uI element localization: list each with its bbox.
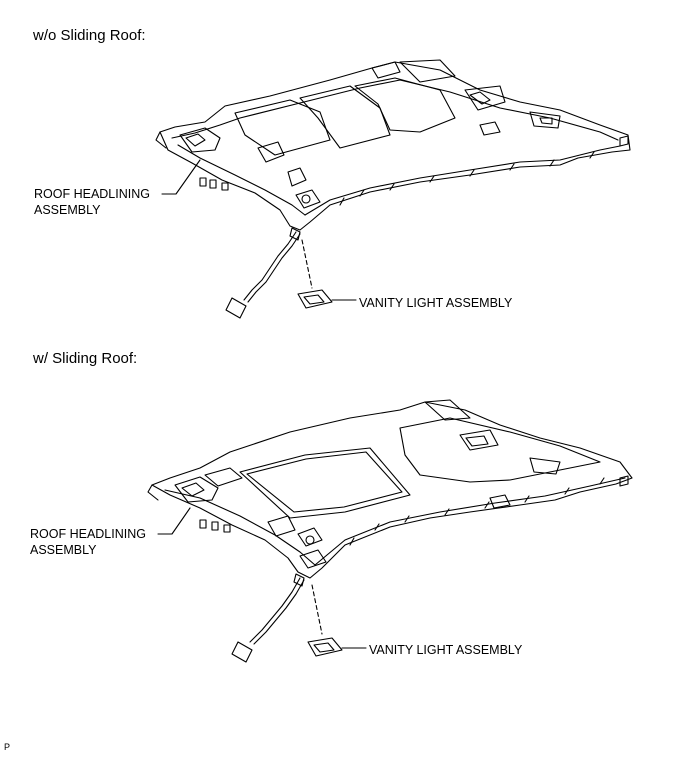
vanity-light-label-2: VANITY LIGHT ASSEMBLY xyxy=(369,643,523,657)
roof-headlining-label-line2: ASSEMBLY xyxy=(34,203,101,217)
install-guide-line-1 xyxy=(301,239,313,289)
wire-harness-2 xyxy=(231,573,305,663)
section-title-with-sliding-roof: w/ Sliding Roof: xyxy=(33,350,138,367)
roof-headlining-assembly-2 xyxy=(147,399,633,579)
roof-headlining-label-line1: ROOF HEADLINING xyxy=(30,527,146,541)
headlining-leader-line-1 xyxy=(161,159,201,195)
vanity-light-assembly-2 xyxy=(307,637,343,657)
roof-headlining-label-line1: ROOF HEADLINING xyxy=(34,187,150,201)
wire-harness-1 xyxy=(225,227,301,319)
headlining-leader-line-2 xyxy=(157,507,191,535)
vanity-light-label-1: VANITY LIGHT ASSEMBLY xyxy=(359,296,513,310)
figure-code: P xyxy=(4,742,11,752)
roof-headlining-label-line2: ASSEMBLY xyxy=(30,543,97,557)
roof-headlining-assembly-1 xyxy=(155,59,631,231)
vanity-light-assembly-1 xyxy=(297,289,333,309)
install-guide-line-2 xyxy=(311,584,323,635)
roof-headlining-label-1: ROOF HEADLINING ASSEMBLY xyxy=(34,186,150,218)
roof-headlining-label-2: ROOF HEADLINING ASSEMBLY xyxy=(30,526,146,558)
section-title-without-sliding-roof: w/o Sliding Roof: xyxy=(33,27,146,44)
